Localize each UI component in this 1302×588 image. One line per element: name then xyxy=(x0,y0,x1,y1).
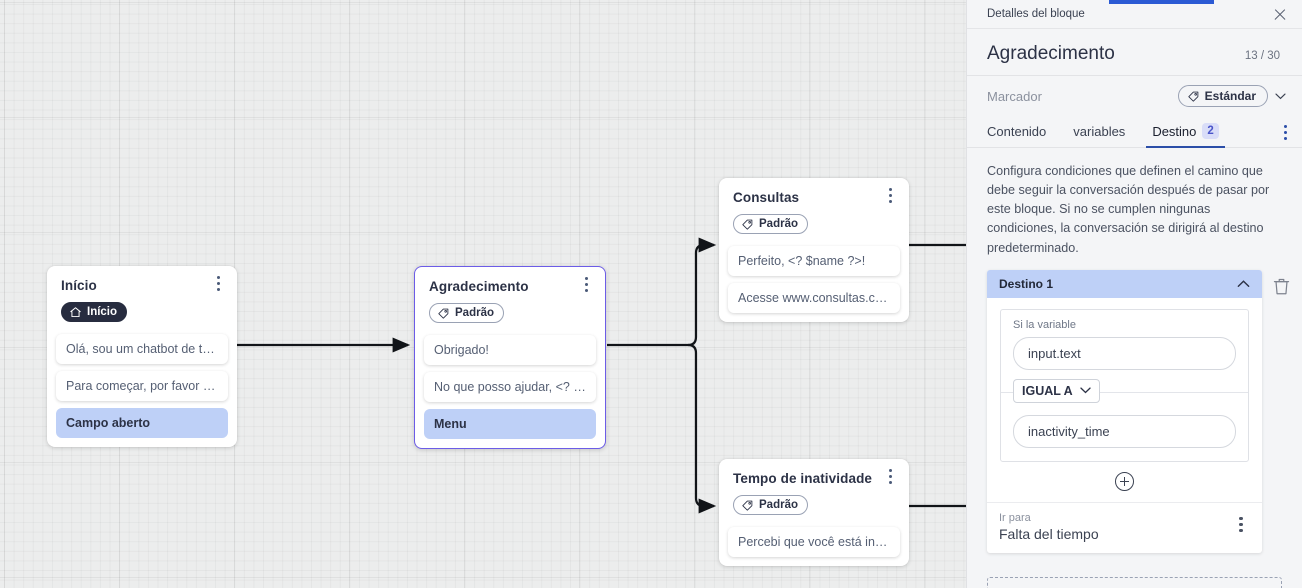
add-destination-button[interactable]: Agregar destino xyxy=(987,576,1282,588)
marcador-controls: Estándar xyxy=(1177,85,1286,107)
condition-box: Si la variable IGUAL A xyxy=(1000,308,1249,462)
node-tag-badge[interactable]: Padrão xyxy=(733,214,808,234)
add-condition-button[interactable] xyxy=(987,462,1262,502)
condition-label: Si la variable xyxy=(1013,318,1076,331)
node-tag-label: Padrão xyxy=(759,499,798,511)
node-menu-icon[interactable] xyxy=(881,188,899,208)
node-menu-icon[interactable] xyxy=(209,276,227,296)
destination-wrapper: Destino 1 Si la variable IGUAL A xyxy=(967,269,1302,553)
goto-value: Falta del tiempo xyxy=(999,525,1099,542)
node-header: Agradecimento Padrão xyxy=(415,267,605,335)
panel-topbar: Detalles del bloque xyxy=(967,0,1302,29)
node-menu-icon[interactable] xyxy=(577,277,595,297)
node-tag-badge[interactable]: Padrão xyxy=(429,303,504,323)
node-header: Consultas Padrão xyxy=(719,178,909,246)
destination-header-title: Destino 1 xyxy=(999,276,1054,291)
condition-operator-select[interactable]: IGUAL A xyxy=(1013,378,1100,403)
node-body: Obrigado! No que posso ajudar, <? $name … xyxy=(415,334,605,448)
plus-circle-icon xyxy=(1115,471,1134,491)
marcador-pill[interactable]: Estándar xyxy=(1177,85,1268,107)
node-message[interactable]: Obrigado! xyxy=(424,334,596,365)
chevron-down-icon[interactable] xyxy=(1275,93,1286,100)
panel-title-row: Agradecimento 13 / 30 xyxy=(967,29,1302,76)
goto-row[interactable]: Ir para Falta del tiempo xyxy=(987,501,1262,553)
node-tag-label: Padrão xyxy=(455,307,494,319)
tab-destino[interactable]: Destino 2 xyxy=(1146,123,1226,148)
panel-topbar-title: Detalles del bloque xyxy=(987,8,1085,20)
node-header: Início Início xyxy=(47,266,237,334)
marcador-pill-label: Estándar xyxy=(1204,89,1256,103)
chevron-up-icon[interactable] xyxy=(1237,279,1250,288)
node-title: Consultas xyxy=(733,190,800,205)
flow-node-agradecimento[interactable]: Agradecimento Padrão Obrigado! No que po… xyxy=(414,266,606,449)
condition-operator-label: IGUAL A xyxy=(1022,383,1073,398)
node-body: Percebi que você está inativo. C... xyxy=(719,526,909,566)
node-body: Olá, sou um chatbot de teste! Para começ… xyxy=(47,333,237,447)
condition-variable-input[interactable] xyxy=(1013,336,1236,370)
node-tag-label: Início xyxy=(87,306,118,318)
condition-operator-row: IGUAL A xyxy=(1001,378,1248,405)
node-tag-badge[interactable]: Início xyxy=(61,302,128,322)
node-menu-icon[interactable] xyxy=(881,469,899,489)
node-body: Perfeito, <? $name ?>! Acesse www.consul… xyxy=(719,245,909,322)
tag-icon xyxy=(742,219,753,230)
node-input-item[interactable]: Campo aberto xyxy=(56,407,228,438)
node-title: Início xyxy=(61,278,97,293)
destination-header[interactable]: Destino 1 xyxy=(987,269,1262,298)
node-message[interactable]: Perfeito, <? $name ?>! xyxy=(728,245,900,276)
tab-badge-count: 2 xyxy=(1202,123,1219,139)
marcador-label: Marcador xyxy=(987,88,1042,104)
panel-tabs: Contenido variables Destino 2 xyxy=(967,116,1302,148)
more-vertical-icon[interactable] xyxy=(1276,125,1294,147)
node-input-item[interactable]: Menu xyxy=(424,408,596,439)
tab-contenido[interactable]: Contenido xyxy=(987,124,1046,147)
node-message[interactable]: Para começar, por favor digite o ... xyxy=(56,370,228,401)
goto-label: Ir para xyxy=(999,511,1031,524)
tab-label: Destino xyxy=(1152,123,1197,139)
condition-value-input[interactable] xyxy=(1013,414,1236,448)
home-icon xyxy=(70,306,81,317)
node-tag-label: Padrão xyxy=(759,218,798,230)
chevron-down-icon xyxy=(1080,387,1091,394)
node-title: Agradecimento xyxy=(429,279,529,294)
page-title: Agradecimento xyxy=(987,43,1115,64)
node-header: Tempo de inatividade Padrão xyxy=(719,459,909,527)
close-icon[interactable] xyxy=(1270,4,1290,24)
block-details-panel: Detalles del bloque Agradecimento 13 / 3… xyxy=(966,0,1302,588)
node-message[interactable]: Acesse www.consultas.com par... xyxy=(728,282,900,313)
more-vertical-icon[interactable] xyxy=(1232,516,1250,537)
node-message[interactable]: Olá, sou um chatbot de teste! xyxy=(56,333,228,364)
trash-icon[interactable] xyxy=(1273,276,1290,296)
node-title: Tempo de inatividade xyxy=(733,471,873,486)
flow-node-consultas[interactable]: Consultas Padrão Perfeito, <? $name ?>! … xyxy=(719,178,909,322)
tab-label: variables xyxy=(1073,124,1126,139)
edge-agradecimento-inatividade xyxy=(687,343,717,514)
char-counter: 13 / 30 xyxy=(1244,50,1280,62)
tag-icon xyxy=(438,308,449,319)
tag-icon xyxy=(1187,91,1198,102)
node-message[interactable]: No que posso ajudar, <? $name ... xyxy=(424,371,596,402)
marcador-row: Marcador Estándar xyxy=(967,76,1302,116)
edge-agradecimento-consultas xyxy=(687,237,717,347)
destination-card: Destino 1 Si la variable IGUAL A xyxy=(987,269,1262,553)
goto-text-group: Ir para Falta del tiempo xyxy=(999,512,1099,542)
top-progress-bar xyxy=(1109,0,1214,4)
tab-label: Contenido xyxy=(987,124,1047,139)
node-message[interactable]: Percebi que você está inativo. C... xyxy=(728,526,900,557)
tab-variables[interactable]: variables xyxy=(1073,124,1125,147)
flow-node-inicio[interactable]: Início Início Olá, sou um chatbot de tes… xyxy=(47,266,237,447)
panel-description: Configura condiciones que definen el cam… xyxy=(987,164,1270,255)
flow-canvas[interactable]: Início Início Olá, sou um chatbot de tes… xyxy=(0,0,966,588)
flow-node-tempo-de-inatividade[interactable]: Tempo de inatividade Padrão Percebi que … xyxy=(719,459,909,566)
tag-icon xyxy=(742,500,753,511)
node-tag-badge[interactable]: Padrão xyxy=(733,495,808,515)
